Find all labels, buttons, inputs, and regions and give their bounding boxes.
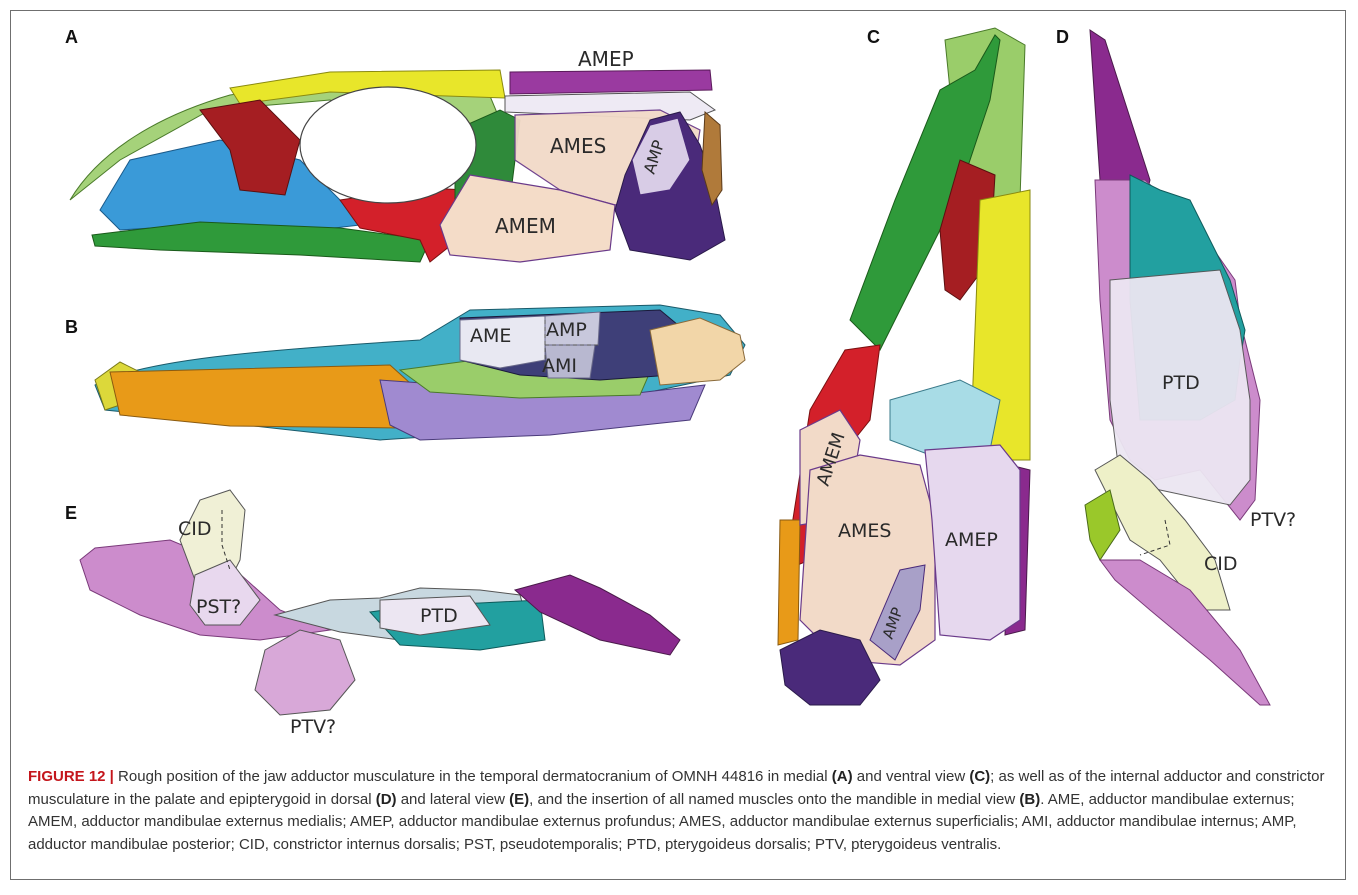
panel-letter-e: E (65, 503, 77, 524)
panel-e-label-cid: CID (178, 518, 212, 540)
panel-c-label-ames: AMES (838, 520, 891, 542)
caption-ref-e: (E) (509, 791, 529, 808)
panel-a-label-amem: AMEM (495, 214, 556, 238)
caption-text-1: Rough position of the jaw adductor muscu… (114, 768, 832, 785)
panel-c-label-amep: AMEP (945, 529, 998, 551)
panel-letter-c: C (867, 27, 880, 48)
figure-illustration: AMEP AMES AMP AMEM AME AMP AMI CID PST? … (0, 0, 1358, 760)
panel-e-label-pst: PST? (196, 596, 241, 618)
caption-ref-a: (A) (832, 768, 853, 785)
panel-a-label-ames: AMES (550, 134, 606, 158)
panel-e-label-ptd: PTD (420, 605, 458, 627)
panel-c-ventral (778, 28, 1030, 705)
panel-b-label-amp: AMP (546, 319, 587, 341)
caption-ref-c: (C) (969, 768, 990, 785)
caption-text-5: , and the insertion of all named muscles… (529, 791, 1019, 808)
panel-e-label-ptv: PTV? (290, 716, 336, 738)
caption-ref-d: (D) (376, 791, 397, 808)
figure-caption: FIGURE 12 | Rough position of the jaw ad… (28, 766, 1328, 856)
panel-b-label-ami: AMI (542, 355, 577, 377)
panel-letter-d: D (1056, 27, 1069, 48)
panel-e-palate (80, 490, 680, 715)
panel-d-dorsal (1085, 30, 1270, 705)
panel-b-label-ame: AME (470, 325, 511, 347)
panel-d-label-ptv: PTV? (1250, 509, 1296, 531)
caption-ref-b: (B) (1019, 791, 1040, 808)
panel-d-label-ptd: PTD (1162, 372, 1200, 394)
panel-a-skull (70, 70, 725, 262)
caption-text-2: and ventral view (853, 768, 970, 785)
figure-number: FIGURE 12 | (28, 768, 114, 785)
caption-text-4: and lateral view (397, 791, 510, 808)
panel-b-mandible (95, 305, 745, 440)
panel-d-label-cid: CID (1204, 553, 1238, 575)
panel-letter-a: A (65, 27, 78, 48)
panel-a-label-amep: AMEP (578, 47, 634, 71)
panel-letter-b: B (65, 317, 78, 338)
